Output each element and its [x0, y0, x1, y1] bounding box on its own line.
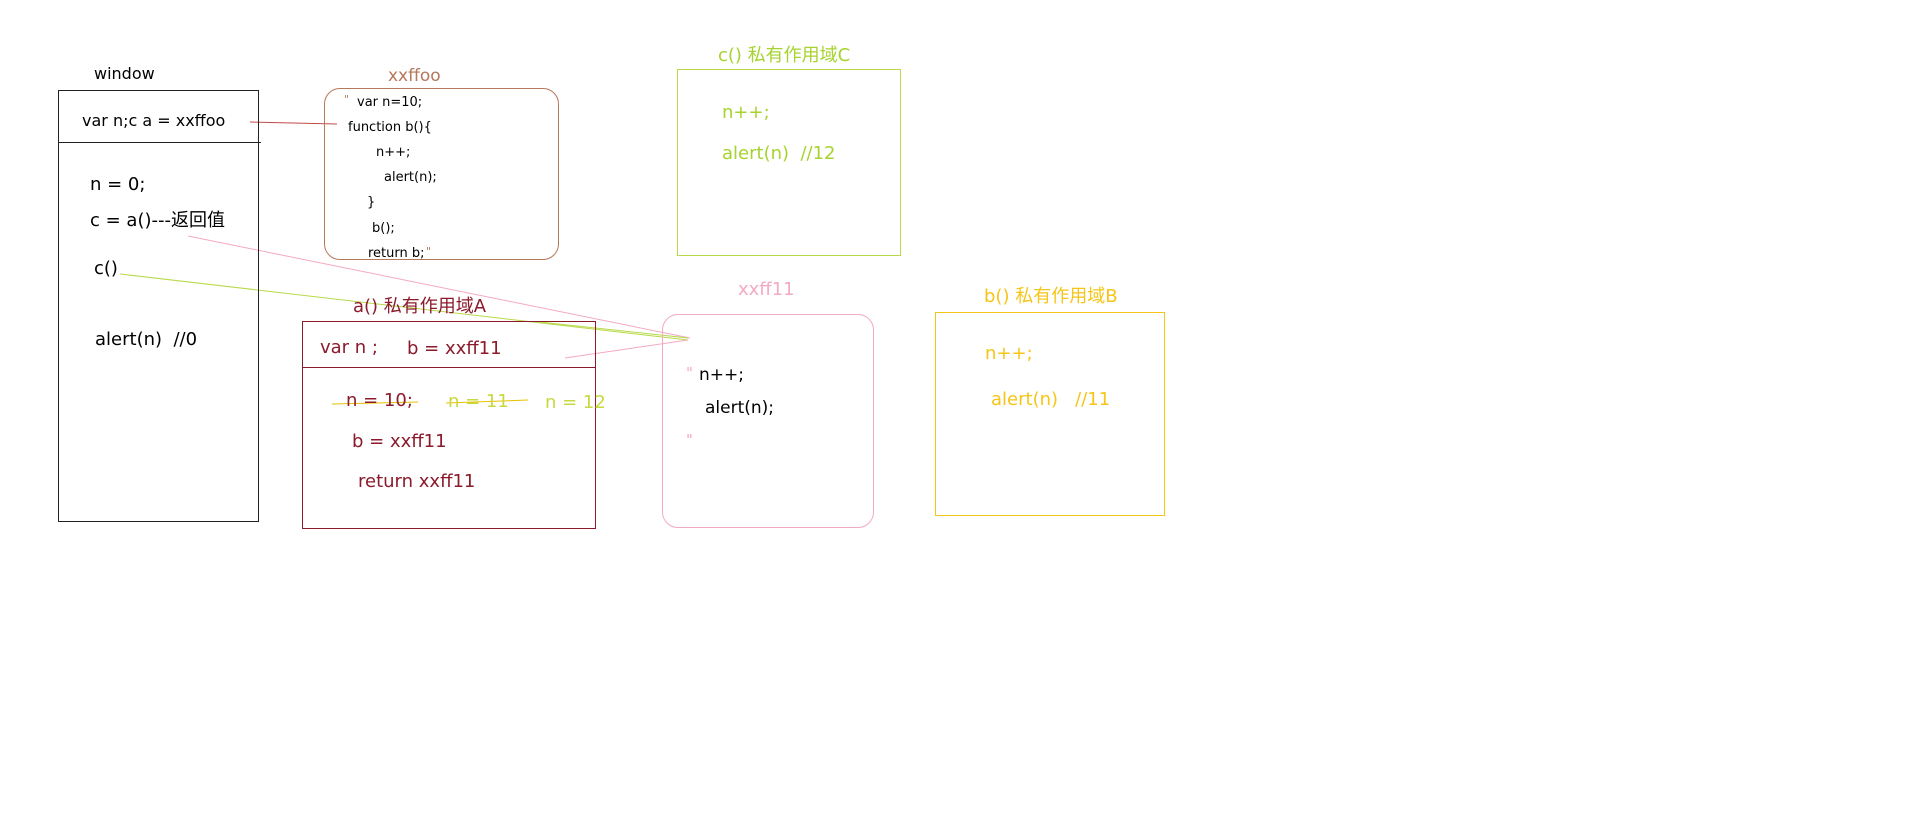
- scope-c-box: [677, 69, 901, 256]
- window-header-text: var n;c a = xxffoo: [82, 111, 226, 130]
- heap-xxffoo-box: [324, 88, 559, 260]
- window-title: window: [94, 64, 155, 83]
- heap-xxffoo-quote-close: ": [426, 245, 432, 258]
- strike-n10-line: [331, 401, 419, 405]
- scope-b-box: [935, 312, 1165, 516]
- window-to-xxffoo-line: [249, 121, 338, 125]
- code-line: return b;: [368, 246, 425, 261]
- code-line: var n=10;: [357, 95, 423, 110]
- scope-a-box: [302, 321, 596, 529]
- scope-a-var-n: var n ;: [320, 337, 378, 358]
- window-divider: [58, 142, 261, 143]
- heap-xxff11-line-alert: alert(n);: [705, 398, 775, 418]
- heap-xxffoo-quote-open: ": [344, 93, 350, 106]
- code-line: b();: [372, 221, 395, 236]
- window-line-alert: alert(n) //0: [95, 329, 198, 350]
- return-to-xxff11-line: [187, 235, 691, 339]
- code-line: }: [367, 195, 376, 210]
- heap-xxffoo-title: xxffoo: [388, 66, 441, 86]
- code-line: function b(){: [348, 120, 432, 135]
- heap-xxff11-quote-close: ": [686, 431, 693, 449]
- scope-a-n11: n = 11: [448, 391, 509, 412]
- scope-b-title: b() 私有作用域B: [984, 286, 1118, 307]
- scope-c-line-alert: alert(n) //12: [722, 143, 836, 164]
- scope-a-divider: [302, 367, 596, 368]
- window-line-c-call: c(): [94, 258, 118, 279]
- window-line-c-assign: c = a()---返回值: [90, 210, 225, 231]
- heap-xxff11-line-increment: n++;: [699, 365, 744, 385]
- scope-a-var-b: b = xxff11: [407, 338, 502, 359]
- window-scope-box: [58, 90, 259, 522]
- scope-a-b-assign: b = xxff11: [352, 431, 447, 452]
- strike-n11-line: [445, 399, 529, 404]
- scope-a-n12: n = 12: [545, 392, 606, 413]
- scope-b-line-increment: n++;: [985, 343, 1033, 364]
- scope-a-to-xxff11-line: [564, 339, 689, 359]
- scope-c-title: c() 私有作用域C: [718, 45, 851, 66]
- heap-xxff11-box: [662, 314, 874, 528]
- c-call-to-xxff11-line: [119, 273, 689, 341]
- scope-a-return: return xxff11: [358, 471, 476, 492]
- scope-a-n10: n = 10;: [346, 390, 413, 411]
- code-line: alert(n);: [384, 170, 437, 185]
- code-line: n++;: [376, 145, 411, 160]
- scope-c-line-increment: n++;: [722, 102, 770, 123]
- scope-a-title: a() 私有作用域A: [353, 296, 487, 317]
- scope-b-line-alert: alert(n) //11: [991, 389, 1111, 410]
- heap-xxff11-title: xxff11: [738, 279, 795, 300]
- window-line-n0: n = 0;: [90, 174, 146, 195]
- scope-a-header-to-xxff11-line: [539, 321, 689, 339]
- heap-xxff11-quote-open: ": [686, 364, 693, 382]
